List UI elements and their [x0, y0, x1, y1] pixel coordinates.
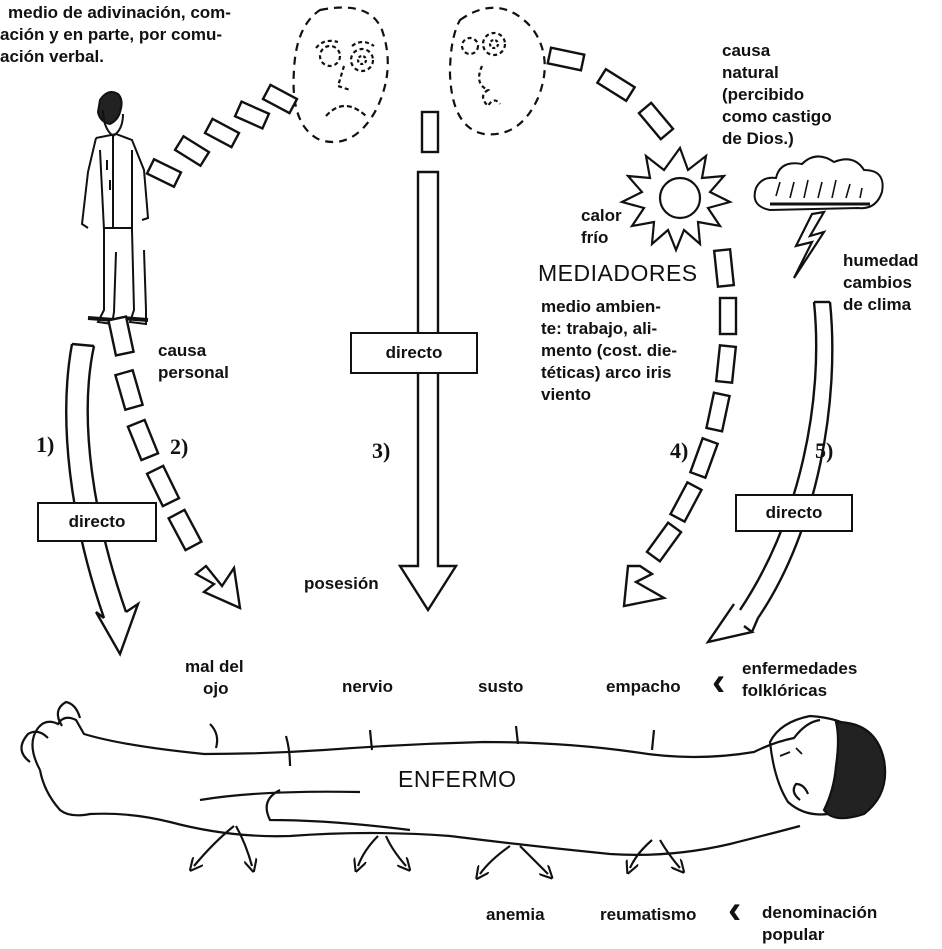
- top-text-line-1: medio de adivinación, com-: [8, 2, 231, 23]
- mediators-line-5: viento: [541, 384, 591, 405]
- popular-name-group-label-1: denominación: [762, 902, 877, 923]
- folk-illness-empacho: empacho: [606, 676, 681, 697]
- folk-illness-evil-eye-line-1: mal del: [185, 656, 244, 677]
- path-1-number: 1): [36, 432, 54, 458]
- mediators-line-1: medio ambien-: [541, 296, 661, 317]
- storm-label-line-1: humedad: [843, 250, 919, 271]
- patient-label: ENFERMO: [398, 766, 517, 793]
- top-text-line-2: ación y en parte, por comu-: [0, 24, 222, 45]
- natural-cause-line-4: como castigo: [722, 106, 832, 127]
- sun-icon: [622, 148, 730, 250]
- folk-illness-group-label-1: enfermedades: [742, 658, 857, 679]
- path-3-direct-box: directo: [350, 332, 478, 374]
- sun-label-heat: calor: [581, 205, 622, 226]
- natural-cause-line-2: natural: [722, 62, 779, 83]
- dashed-arc-man-to-spirit: [147, 85, 297, 187]
- path-3-number: 3): [372, 438, 390, 464]
- popular-name-group-label-2: popular: [762, 924, 824, 945]
- top-text-line-3: ación verbal.: [0, 46, 104, 67]
- standing-man-figure: [82, 92, 148, 324]
- path-5-number: 5): [815, 438, 833, 464]
- natural-cause-line-5: de Dios.): [722, 128, 794, 149]
- path-1-direct-box: directo: [37, 502, 157, 542]
- folk-illness-evil-eye-line-2: ojo: [203, 678, 229, 699]
- personal-cause-line-2: personal: [158, 362, 229, 383]
- spirit-face-left: [294, 8, 388, 143]
- personal-cause-line-1: causa: [158, 340, 206, 361]
- mediators-line-4: téticas) arco iris: [541, 362, 671, 383]
- possession-label: posesión: [304, 573, 379, 594]
- sun-label-cold: frío: [581, 227, 608, 248]
- spirit-face-right: [450, 8, 545, 135]
- popular-name-reumatismo: reumatismo: [600, 904, 696, 925]
- mediators-title: MEDIADORES: [538, 260, 698, 287]
- storm-label-line-3: de clima: [843, 294, 911, 315]
- path-2-number: 2): [170, 434, 188, 460]
- folk-illness-nervio: nervio: [342, 676, 393, 697]
- folk-illness-susto: susto: [478, 676, 523, 697]
- path-5-direct-box: directo: [735, 494, 853, 532]
- folk-illness-group-label-2: folklóricas: [742, 680, 827, 701]
- storm-label-line-2: cambios: [843, 272, 912, 293]
- natural-cause-line-1: causa: [722, 40, 770, 61]
- popular-names-arrows: [194, 826, 680, 874]
- natural-cause-line-3: (percibido: [722, 84, 804, 105]
- mediators-line-2: te: trabajo, ali-: [541, 318, 657, 339]
- folk-illness-bracket: ‹: [712, 660, 726, 705]
- popular-name-bracket: ‹: [728, 888, 742, 933]
- popular-name-anemia: anemia: [486, 904, 545, 925]
- mediators-line-3: mento (cost. die-: [541, 340, 677, 361]
- path-4-number: 4): [670, 438, 688, 464]
